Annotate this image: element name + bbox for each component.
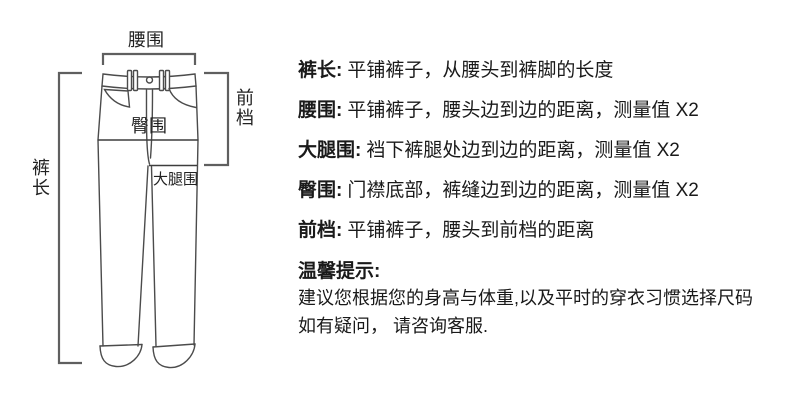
fly-seam — [145, 89, 151, 165]
measurement-brackets — [57, 52, 230, 365]
measure-row-waist: 腰围:平铺裤子，腰头边到边的距离，测量值 X2 — [298, 100, 778, 122]
length-bracket — [57, 71, 82, 365]
belt-loop-icon — [164, 69, 171, 92]
left-pocket — [103, 88, 131, 108]
right-leg-outer — [193, 139, 199, 346]
measurement-lines — [98, 139, 198, 167]
left-leg-outer — [97, 139, 104, 347]
measure-row-length: 裤长:平铺裤子，从腰头到裤脚的长度 — [298, 60, 778, 82]
waist-bracket — [101, 52, 197, 65]
measure-desc: 门襟底部，裤缝边到边的距离，测量值 X2 — [347, 180, 699, 201]
right-side-seam — [195, 85, 199, 141]
measure-row-thigh: 大腿围:裆下裤腿处边到边的距离，测量值 X2 — [298, 140, 778, 162]
left-cuff — [99, 343, 143, 368]
pants-diagram: 腰围 裤长 前档 臀围 大腿围 — [0, 0, 280, 408]
left-side-seam — [97, 85, 103, 141]
measure-term: 大腿围: — [298, 140, 362, 161]
right-cuff — [152, 343, 196, 348]
tips-line: 如有疑问， 请咨询客服. — [298, 316, 489, 336]
belt-loop-icon — [158, 69, 165, 92]
hip-label: 臀围 — [131, 116, 167, 136]
measure-desc: 平铺裤子，从腰头到裤脚的长度 — [347, 60, 614, 81]
pants-outline — [97, 69, 199, 369]
left-leg-inner — [137, 165, 149, 347]
measure-row-hip: 臀围:门襟底部，裤缝边到边的距离，测量值 X2 — [298, 180, 778, 202]
measure-term: 裤长: — [298, 60, 343, 81]
length-label: 裤长 — [30, 158, 50, 198]
measure-desc: 裆下裤腿处边到边的距离，测量值 X2 — [366, 140, 680, 161]
measure-guide: 裤长:平铺裤子，从腰头到裤脚的长度 腰围:平铺裤子，腰头边到边的距离，测量值 X… — [298, 60, 778, 340]
waistband — [101, 73, 197, 90]
belt-loop-icon — [132, 69, 139, 92]
measure-desc: 平铺裤子，腰头边到边的距离，测量值 X2 — [347, 100, 699, 121]
right-pocket — [168, 87, 197, 109]
front-rise-label: 前档 — [234, 88, 254, 128]
belt-loop-icon — [126, 69, 133, 92]
measure-term: 臀围: — [298, 180, 343, 201]
fly-seam — [149, 89, 154, 159]
pants-line-art — [57, 52, 230, 369]
measure-term: 前档: — [298, 220, 343, 241]
waist-label: 腰围 — [128, 30, 164, 50]
measure-term: 腰围: — [298, 100, 343, 121]
button-icon — [145, 76, 154, 84]
right-leg-inner — [150, 165, 157, 347]
measure-row-front-rise: 前档:平铺裤子，腰头到前档的距离 — [298, 220, 778, 242]
thigh-label: 大腿围 — [153, 171, 199, 188]
front-rise-bracket — [204, 71, 230, 167]
left-cuff — [99, 343, 143, 347]
measure-desc: 平铺裤子，腰头到前档的距离 — [347, 220, 595, 241]
tips-title: 温馨提示: — [298, 261, 381, 282]
tips-line: 建议您根据您的身高与体重,以及平时的穿衣习惯选择尺码 — [298, 288, 753, 308]
right-cuff — [152, 343, 196, 369]
